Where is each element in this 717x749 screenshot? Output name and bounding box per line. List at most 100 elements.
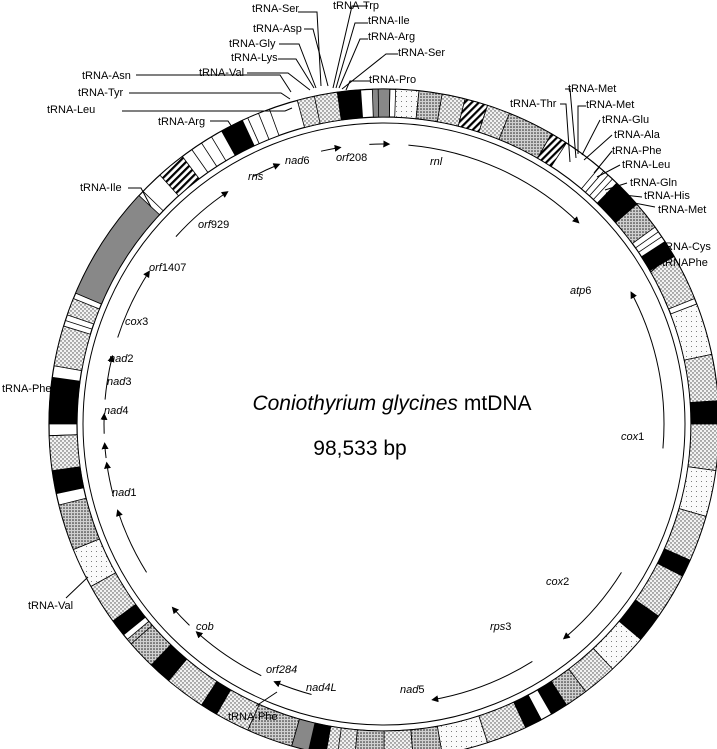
gene-arrow [252, 163, 281, 178]
gene-block [689, 400, 717, 425]
ring-tick [258, 113, 270, 140]
gene-label: atp6 [570, 285, 591, 297]
gene-arrow [104, 461, 115, 497]
gene-block [410, 725, 442, 749]
trna-label: tRNA-Pro [369, 74, 416, 86]
gene-block [75, 194, 161, 305]
gene-block [394, 88, 420, 120]
ring-tick [49, 434, 78, 437]
ring-tick [635, 231, 659, 249]
gene-arrow [630, 291, 665, 449]
gene-block [615, 203, 656, 245]
inner-ring [76, 116, 692, 732]
gene-block [58, 497, 100, 551]
gene-block [536, 133, 568, 168]
gene-block [66, 297, 100, 325]
trna-label: tRNA-Lys [231, 52, 278, 64]
gene-block [355, 729, 385, 749]
trna-label: tRNA-Ser [398, 47, 445, 59]
gene-label: nad4L [306, 682, 337, 694]
gene-block [48, 434, 81, 472]
gene-block [326, 725, 358, 749]
ring-tick [201, 142, 218, 167]
trna-label: tRNA-Ala [614, 129, 661, 141]
gene-block [336, 89, 364, 121]
gene-label: orf208 [336, 152, 367, 164]
gene-block [670, 303, 713, 361]
gene-arrow [320, 144, 342, 152]
genome-size: 98,533 bp [313, 437, 406, 460]
gene-arrow [175, 191, 229, 237]
ring-tick [589, 174, 609, 197]
ring-ticks [49, 89, 662, 749]
trna-labels: tRNA-Ser tRNA-Trp tRNA-Asp tRNA-Ile tRNA… [2, 0, 711, 723]
trna-label: tRNA-Met [568, 83, 616, 95]
trna-label: tRNAPhe [662, 257, 708, 269]
gene-label: nad3 [107, 376, 131, 388]
trna-label: tRNA-Thr [510, 98, 557, 110]
ring-tick [527, 694, 542, 720]
trna-label: tRNA-Phe [2, 383, 52, 395]
gene-block [51, 466, 85, 495]
gene-arrow [195, 631, 262, 677]
leader-lines [57, 5, 663, 707]
trna-label: tRNA-Trp [333, 0, 379, 12]
gene-labels: rns nad6 orf208 rnl orf929 orf1407 cox3 … [104, 152, 644, 696]
gene-label: cox2 [546, 576, 569, 588]
gene-arrow [562, 572, 622, 640]
strand-ring [82, 122, 686, 726]
gene-block [536, 680, 568, 715]
gene-label: orf1407 [149, 262, 186, 274]
gene-block [678, 466, 717, 517]
ring-tick [638, 236, 662, 253]
trna-label: tRNA-His [644, 190, 690, 202]
trna-label: tRNA-Arg [158, 116, 205, 128]
gene-block [159, 155, 200, 197]
trna-label: tRNA-Leu [47, 104, 95, 116]
gene-label: cox3 [125, 316, 148, 328]
gene-block [383, 729, 413, 749]
trna-label: tRNA-Ser [252, 3, 299, 15]
gene-block [687, 423, 717, 472]
ring-tick [247, 117, 260, 144]
trna-label: tRNA-Val [28, 600, 73, 612]
gene-arrow [273, 680, 312, 695]
trna-label: tRNA-Tyr [78, 87, 124, 99]
gene-block [649, 255, 696, 310]
gene-arrow [408, 144, 580, 224]
trna-label: tRNA-Ile [368, 15, 410, 27]
trna-label: tRNA-Met [658, 204, 706, 216]
ring-tick [550, 681, 567, 706]
ring-tick [130, 625, 153, 645]
gene-arrow [104, 354, 115, 400]
trna-label: tRNA-Glu [602, 114, 649, 126]
gene-label: cox1 [621, 431, 644, 443]
gene-arrow [117, 270, 150, 338]
gene-arrow [101, 442, 109, 459]
trna-label: tRNA-Val [199, 67, 244, 79]
gene-label: orf929 [198, 219, 229, 231]
gene-block [48, 376, 81, 425]
trna-label: tRNA-Phe [612, 145, 662, 157]
ring-tick [65, 320, 93, 330]
ring-tick [211, 136, 227, 162]
ring-tick [313, 96, 321, 124]
trna-label: tRNA-Gln [630, 177, 677, 189]
gene-label: rps3 [490, 621, 511, 633]
gene-arrow [431, 661, 533, 703]
gene-block [53, 325, 91, 372]
trna-label: tRNA-Gly [229, 38, 276, 50]
ring-tick [581, 167, 600, 190]
trna-label: tRNA-Cys [662, 241, 711, 253]
gene-arrows [100, 140, 665, 703]
gene-block [126, 620, 172, 666]
trna-label: tRNA-Leu [622, 159, 670, 171]
gene-label: cob [196, 621, 214, 633]
gene-label: nad1 [112, 487, 136, 499]
gene-arrow [116, 509, 147, 573]
trna-label: tRNA-Asn [82, 70, 131, 82]
gene-label: rnl [430, 156, 443, 168]
ring-tick [348, 90, 353, 119]
